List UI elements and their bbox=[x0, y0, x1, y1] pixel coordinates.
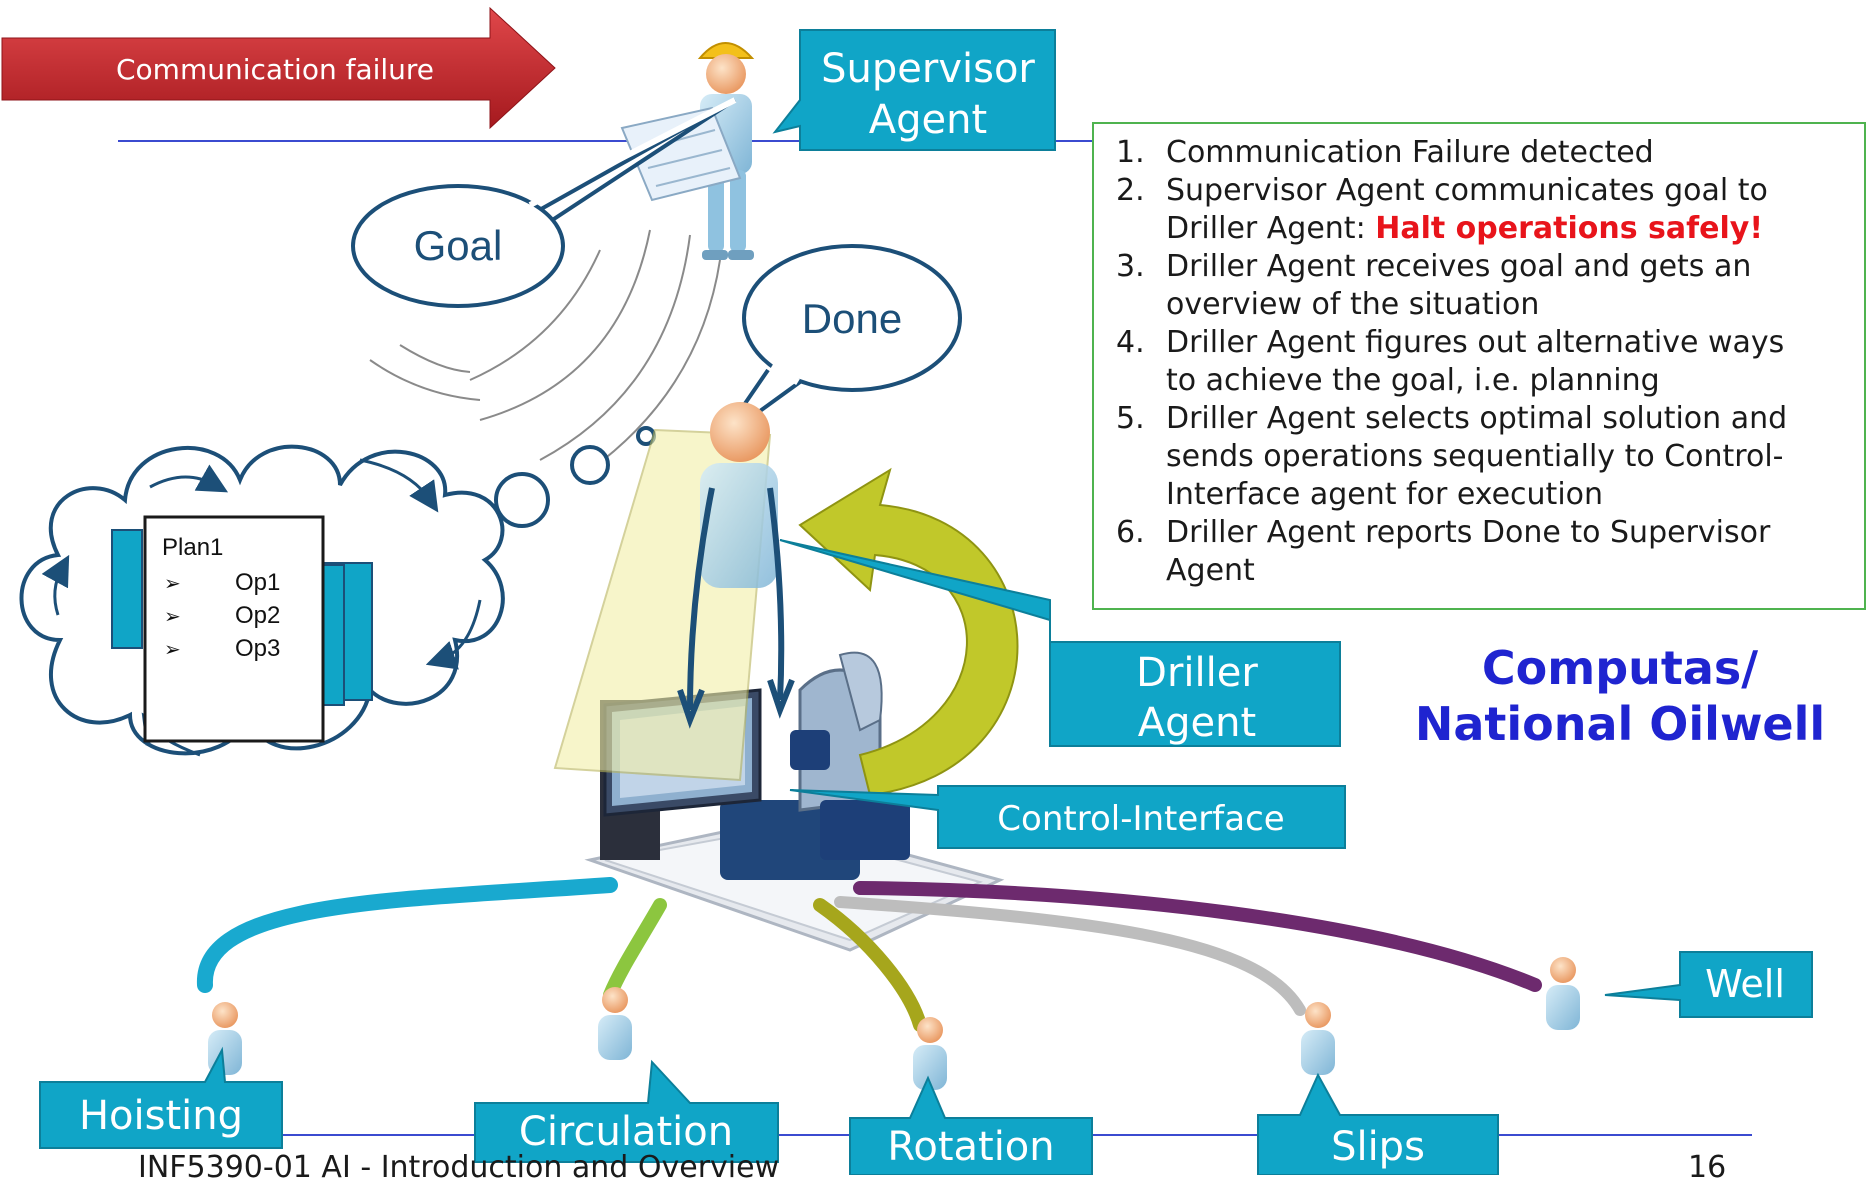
communication-failure-banner: Communication failure bbox=[1, 6, 556, 130]
control-interface-callout: Control-Interface bbox=[789, 785, 1346, 849]
brand-line-2: National Oilwell bbox=[1414, 697, 1826, 751]
hoisting-link bbox=[196, 877, 618, 993]
step-item: 4. Driller Agent figures out alternative… bbox=[1116, 324, 1846, 400]
plan-op-2: Op2 bbox=[235, 602, 280, 629]
driller-agent-callout: Driller Agent bbox=[779, 539, 1341, 747]
thought-trail bbox=[494, 426, 656, 528]
step-text: Driller Agent receives goal and gets an bbox=[1166, 249, 1752, 284]
rotation-link bbox=[813, 898, 927, 1032]
plan-bullet-3: ➢ bbox=[164, 637, 181, 661]
well-callout: Well bbox=[1604, 951, 1813, 1018]
supervisor-agent-label-line1: Supervisor bbox=[821, 46, 1035, 92]
driller-agent-label-line1: Driller bbox=[1136, 650, 1258, 696]
step-text: overview of the situation bbox=[1166, 287, 1540, 322]
circulation-agent-figure bbox=[598, 987, 632, 1060]
plan-op-3: Op3 bbox=[235, 635, 280, 662]
plan-op-1: Op1 bbox=[235, 569, 280, 596]
step-text: Interface agent for execution bbox=[1166, 477, 1604, 512]
page-number: 16 bbox=[1688, 1150, 1727, 1185]
step-text: Driller Agent selects optimal solution a… bbox=[1166, 401, 1788, 436]
step-text: Communication Failure detected bbox=[1166, 135, 1654, 170]
step-item: 2. Supervisor Agent communicates goal to… bbox=[1116, 172, 1846, 248]
step-number: 2. bbox=[1116, 173, 1145, 208]
supervisor-agent-label-line2: Agent bbox=[869, 97, 987, 143]
slips-agent-figure bbox=[1301, 1002, 1335, 1075]
step-emphasis: Halt operations safely! bbox=[1375, 211, 1764, 246]
rotation-label: Rotation bbox=[887, 1124, 1054, 1170]
done-thought-bubble: Done bbox=[718, 244, 962, 442]
plan-cloud: 2 Plan1 ➢ Op1 ➢ Op2 ➢ Op3 bbox=[19, 444, 505, 757]
step-text: Driller Agent: bbox=[1166, 211, 1376, 246]
goal-speech-bubble: Goal bbox=[351, 97, 737, 308]
step-number: 4. bbox=[1116, 325, 1145, 360]
supervisor-agent-callout: Supervisor Agent bbox=[772, 29, 1056, 151]
done-label: Done bbox=[802, 295, 902, 342]
goal-label: Goal bbox=[414, 222, 503, 269]
communication-failure-label: Communication failure bbox=[116, 53, 434, 86]
rotation-agent-figure bbox=[913, 1017, 947, 1090]
step-number: 5. bbox=[1116, 401, 1145, 436]
hoisting-callout: Hoisting bbox=[39, 1046, 283, 1149]
footer-text: INF5390-01 AI - Introduction and Overvie… bbox=[138, 1150, 780, 1185]
brand-line-1: Computas/ bbox=[1481, 641, 1759, 695]
step-text: to achieve the goal, i.e. planning bbox=[1166, 363, 1660, 398]
step-number: 3. bbox=[1116, 249, 1145, 284]
step-text: sends operations sequentially to Control… bbox=[1166, 439, 1784, 474]
rotation-callout: Rotation bbox=[849, 1075, 1093, 1175]
step-item: 6. Driller Agent reports Done to Supervi… bbox=[1116, 514, 1846, 590]
step-text: Supervisor Agent communicates goal to bbox=[1166, 173, 1768, 208]
step-text: Agent bbox=[1166, 553, 1255, 588]
steps-list: 1. Communication Failure detected 2. Sup… bbox=[1116, 134, 1846, 590]
brand-label: Computas/ National Oilwell bbox=[1380, 640, 1860, 752]
steps-list-box: 1. Communication Failure detected 2. Sup… bbox=[1092, 122, 1866, 610]
circulation-link bbox=[603, 898, 667, 1002]
step-text: Driller Agent figures out alternative wa… bbox=[1166, 325, 1785, 360]
control-interface-label: Control-Interface bbox=[997, 799, 1284, 839]
driller-figure bbox=[553, 402, 795, 782]
driller-agent-label-line2: Agent bbox=[1138, 700, 1256, 746]
circulation-label: Circulation bbox=[519, 1109, 733, 1155]
slips-label: Slips bbox=[1331, 1124, 1425, 1170]
well-link bbox=[853, 881, 1542, 992]
circulation-callout: Circulation bbox=[474, 1059, 779, 1163]
hoisting-agent-figure bbox=[208, 1002, 242, 1075]
well-label: Well bbox=[1705, 962, 1785, 1006]
well-agent-figure bbox=[1546, 957, 1580, 1030]
step-item: 5. Driller Agent selects optimal solutio… bbox=[1116, 400, 1846, 514]
slips-callout: Slips bbox=[1257, 1072, 1499, 1175]
hoisting-label: Hoisting bbox=[79, 1093, 243, 1139]
step-text: Driller Agent reports Done to Supervisor bbox=[1166, 515, 1771, 550]
plan-bullet-1: ➢ bbox=[164, 571, 181, 595]
step-item: 1. Communication Failure detected bbox=[1116, 134, 1846, 172]
step-number: 1. bbox=[1116, 135, 1145, 170]
step-number: 6. bbox=[1116, 515, 1145, 550]
slips-link bbox=[834, 896, 1306, 1016]
communication-motion-lines bbox=[369, 229, 721, 471]
plan-title: Plan1 bbox=[162, 534, 223, 561]
plan-bullet-2: ➢ bbox=[164, 604, 181, 628]
step-item: 3. Driller Agent receives goal and gets … bbox=[1116, 248, 1846, 324]
driller-feedback-arrow bbox=[798, 467, 1019, 797]
